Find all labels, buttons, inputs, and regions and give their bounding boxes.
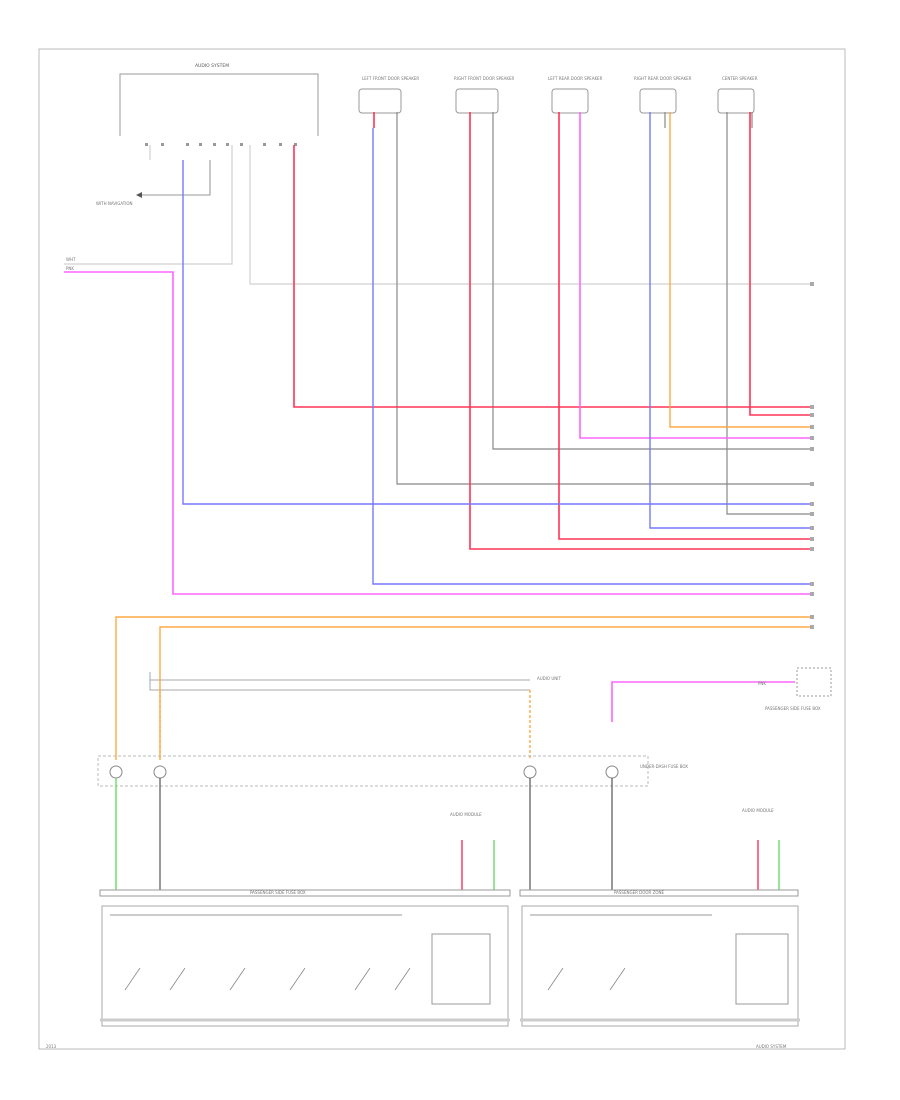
- svg-text:WITH NAVIGATION: WITH NAVIGATION: [96, 201, 133, 206]
- dark-wires-lower: [159, 778, 613, 890]
- wire-pink: [64, 112, 812, 722]
- left-wire-label-a: WHT: [66, 257, 76, 262]
- footer-left: 2013: [46, 1044, 57, 1049]
- svg-text:PASSENGER SIDE FUSE BOX: PASSENGER SIDE FUSE BOX: [250, 890, 306, 895]
- right-connector-stubs: [810, 282, 814, 629]
- speaker-center: CENTER SPEAKER: [717, 76, 758, 114]
- wire-gray-light: [64, 145, 812, 285]
- wire-red: [293, 112, 812, 550]
- svg-text:LEFT REAR DOOR SPEAKER: LEFT REAR DOOR SPEAKER: [548, 76, 603, 81]
- audio-unit-outline: [119, 73, 319, 136]
- left-wire-label-b: PNK: [66, 266, 74, 271]
- svg-text:PASSENGER DOOR ZONE: PASSENGER DOOR ZONE: [614, 890, 664, 895]
- mid-bus: [149, 672, 530, 691]
- sub-module-b: AUDIO MODULE: [742, 808, 774, 813]
- component-row: UNDER-DASH FUSE BOX: [97, 755, 688, 787]
- wire-blue: [182, 112, 812, 585]
- module-b: PASSENGER DOOR ZONE: [519, 889, 800, 1027]
- svg-text:RIGHT REAR DOOR SPEAKER: RIGHT REAR DOOR SPEAKER: [634, 76, 692, 81]
- green-wires: [115, 778, 780, 890]
- svg-text:LEFT FRONT DOOR SPEAKER: LEFT FRONT DOOR SPEAKER: [362, 76, 419, 81]
- speaker-left-front: LEFT FRONT DOOR SPEAKER: [358, 76, 419, 114]
- module-a: PASSENGER SIDE FUSE BOX: [99, 889, 511, 1027]
- svg-text:CENTER SPEAKER: CENTER SPEAKER: [722, 76, 758, 81]
- svg-text:PNK: PNK: [758, 681, 766, 686]
- footer-right: AUDIO SYSTEM: [756, 1044, 787, 1049]
- sub-module-a: AUDIO MODULE: [450, 812, 482, 817]
- left-note: WITH NAVIGATION: [96, 160, 211, 206]
- mid-note: AUDIO UNIT: [537, 676, 561, 681]
- svg-text:PASSENGER SIDE FUSE BOX: PASSENGER SIDE FUSE BOX: [765, 706, 821, 711]
- audio-unit-pins: [145, 143, 297, 146]
- speaker-right-front: RIGHT FRONT DOOR SPEAKER: [454, 76, 515, 114]
- svg-text:UNDER-DASH FUSE BOX: UNDER-DASH FUSE BOX: [640, 764, 688, 769]
- speaker-right-rear: RIGHT REAR DOOR SPEAKER: [634, 76, 692, 114]
- diagram-frame: [38, 48, 846, 1050]
- wire-orange: [115, 112, 812, 760]
- red-wires-lower: [461, 840, 759, 890]
- right-fuse-box: PNK PASSENGER SIDE FUSE BOX: [758, 667, 832, 711]
- audio-unit-label: AUDIO SYSTEM: [195, 63, 229, 69]
- speaker-left-rear: LEFT REAR DOOR SPEAKER: [548, 76, 603, 114]
- svg-text:RIGHT FRONT DOOR SPEAKER: RIGHT FRONT DOOR SPEAKER: [454, 76, 515, 81]
- orange-drops: [159, 690, 531, 760]
- wire-gray: [396, 112, 812, 515]
